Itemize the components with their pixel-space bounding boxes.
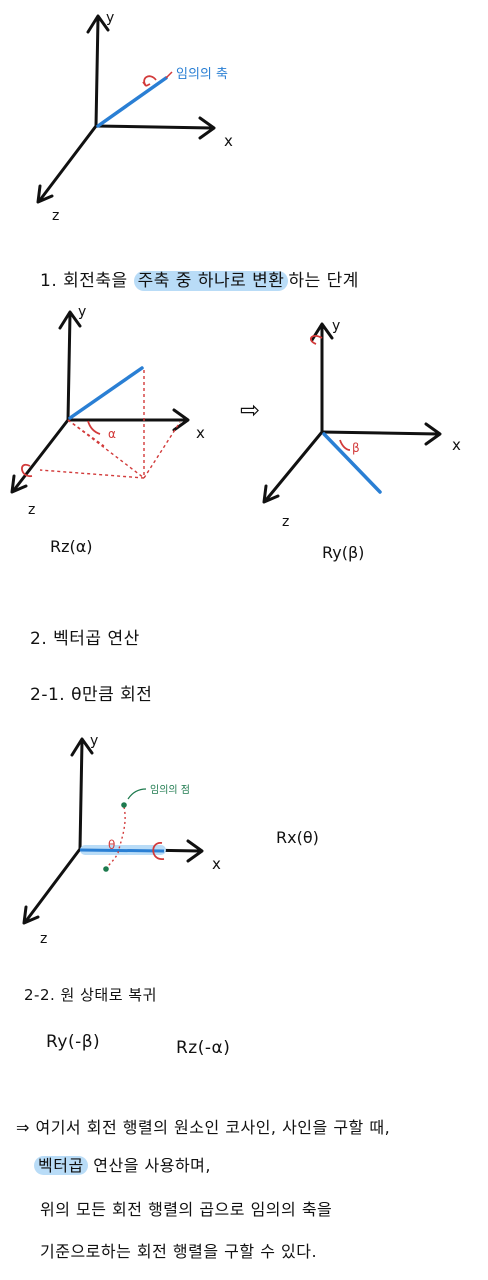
fig4-x-label: x [212, 855, 221, 873]
step2-heading: 2. 벡터곱 연산 [30, 629, 140, 649]
step2-1-heading: 2-1. θ만큼 회전 [30, 685, 153, 705]
conclusion-line3: 위의 모든 회전 행렬의 곱으로 임의의 축을 [40, 1200, 333, 1219]
fig3-beta-label: β [352, 441, 360, 455]
step1-number: 1. [40, 271, 58, 291]
fig4-y-label: y [90, 733, 98, 749]
arbitrary-axis-line [96, 76, 168, 128]
fig4-caption: Rx(θ) [276, 828, 319, 847]
fig4-theta-label: θ [108, 838, 115, 852]
fig2-z-axis [12, 418, 70, 492]
fig4-point-label: 임의의 점 [150, 783, 190, 796]
fig3-rotated-axis [322, 432, 382, 494]
fig2-alpha-arc [87, 420, 101, 435]
z-axis-arrowhead [36, 184, 54, 204]
x-axis-arrowhead [198, 116, 216, 140]
step2-2-caption-b: Rz(-α) [176, 1038, 231, 1058]
fig4-z-label: z [40, 931, 47, 947]
step2-2-caption-a: Ry(-β) [46, 1032, 101, 1052]
fig4-rotation-icon [152, 842, 165, 860]
fig3-rotation-icon [309, 334, 323, 345]
step1-text-highlight: 주축 중 하나로 변환 [133, 271, 289, 291]
fig3-caption: Ry(β) [322, 543, 364, 562]
fig2-arbitrary-axis [68, 366, 144, 420]
step2-2-heading: 2-2. 원 상태로 복귀 [24, 986, 157, 1004]
figure-rx-theta: 임의의 점 θ y x z Rx(θ) [22, 733, 319, 947]
fig4-rotated-point [103, 866, 109, 872]
fig4-z-axis [24, 847, 82, 923]
y-axis-arrowhead [86, 14, 110, 34]
conclusion-line2: 벡터곱 연산을 사용하며, [34, 1152, 211, 1176]
figure-step1-rotations: α y x z Rz(α) ⇨ β y x z Ry(β) [10, 304, 461, 562]
fig2-rotation-icon [21, 463, 33, 477]
conclusion-line1: ⇒ 여기서 회전 행렬의 원소인 코사인, 사인을 구할 때, [16, 1118, 391, 1137]
fig2-alpha-label: α [108, 427, 116, 441]
transition-arrow-icon: ⇨ [240, 396, 260, 424]
fig4-rotation-axis [79, 848, 165, 853]
conclusion-line2-rest: 연산을 사용하며, [93, 1156, 211, 1175]
fig3-x-axis [320, 430, 440, 436]
fig2-z-label: z [28, 502, 35, 518]
fig3-z-axis [264, 430, 324, 502]
fig3-z-label: z [282, 514, 289, 530]
fig2-x-label: x [196, 424, 205, 442]
fig4-point-path [105, 806, 126, 870]
fig4-arbitrary-point [121, 802, 127, 808]
x-axis [94, 124, 214, 130]
z-axis [38, 124, 98, 202]
arbitrary-axis-label: 임의의 축 [176, 67, 228, 82]
step1-text-before: 회전축을 [63, 271, 128, 291]
fig2-y-axis [66, 312, 72, 422]
fig4-y-axis [78, 739, 84, 851]
fig2-caption: Rz(α) [50, 537, 93, 556]
conclusion-highlight: 벡터곱 [34, 1156, 88, 1175]
y-axis-label: y [106, 10, 114, 26]
fig3-y-label: y [332, 318, 340, 334]
x-axis-label: x [224, 132, 233, 150]
fig3-x-label: x [452, 436, 461, 454]
y-axis [94, 16, 100, 128]
fig2-y-label: y [78, 304, 86, 320]
step1-text-after: 하는 단계 [288, 271, 359, 291]
conclusion-line4: 기준으로하는 회전 행렬을 구할 수 있다. [40, 1242, 318, 1261]
fig3-beta-arc [339, 439, 351, 451]
figure-arbitrary-axis: y x z 임의의 축 [36, 10, 233, 224]
z-axis-label: z [52, 208, 59, 224]
